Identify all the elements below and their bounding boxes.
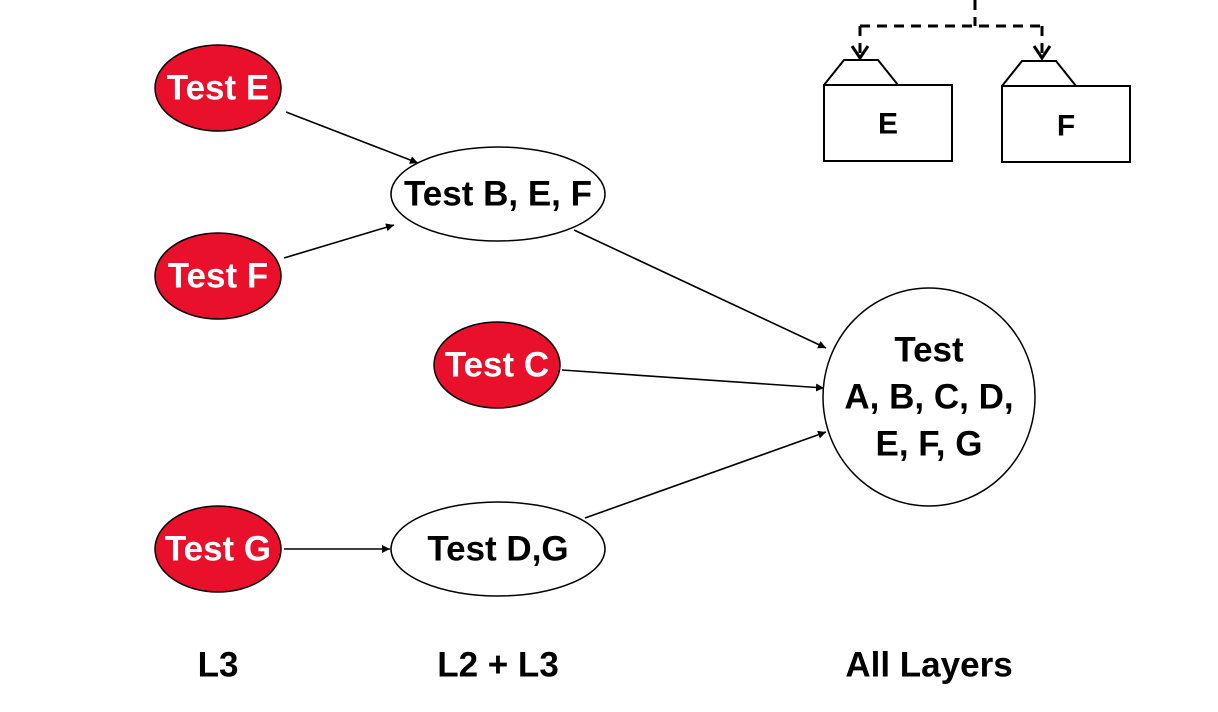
edge-e-to-bef — [285, 111, 419, 164]
layer-label-l3: L3 — [198, 646, 239, 685]
node-test-all-line-2: A, B, C, D, — [844, 378, 1013, 417]
dashed-connector — [858, 0, 1044, 56]
node-test-all-shape — [822, 287, 1036, 507]
layer-label-l2-l3: L2 + L3 — [437, 646, 559, 685]
package-f: F — [1001, 60, 1131, 163]
node-test-dg: Test D,G — [390, 501, 606, 597]
node-test-bef: Test B, E, F — [390, 146, 606, 242]
node-test-all: Test A, B, C, D, E, F, G — [822, 287, 1036, 507]
edge-bef-to-all — [573, 229, 827, 349]
node-test-c: Test C — [433, 321, 561, 409]
node-test-c-shape — [433, 321, 561, 409]
edge-f-to-bef — [283, 223, 395, 259]
package-e-label: E — [878, 108, 898, 141]
node-test-f-shape — [154, 232, 282, 320]
package-e: E — [823, 59, 953, 162]
node-test-c-label: Test C — [445, 346, 549, 385]
connector-arrowhead-f — [1032, 45, 1052, 61]
node-test-e-shape — [154, 44, 282, 132]
package-f-tab — [1001, 60, 1077, 87]
package-f-label: F — [1057, 110, 1075, 143]
package-e-tab — [823, 59, 899, 86]
node-test-g: Test G — [154, 505, 282, 593]
node-test-e-label: Test E — [167, 69, 269, 108]
connector-arrowhead-e — [850, 45, 870, 61]
node-test-g-label: Test G — [165, 530, 271, 569]
node-test-bef-shape — [390, 146, 606, 242]
edges — [283, 111, 827, 553]
package-tree: E F — [823, 0, 1131, 163]
node-test-g-shape — [154, 505, 282, 593]
package-f-body — [1001, 85, 1131, 163]
layer-label-all-layers: All Layers — [845, 646, 1012, 685]
edge-c-to-all — [561, 369, 825, 392]
edge-dg-to-all — [584, 430, 827, 519]
node-test-all-line-1: Test — [894, 331, 964, 370]
node-test-dg-label: Test D,G — [427, 530, 568, 569]
node-test-f-label: Test F — [168, 257, 268, 296]
node-test-e: Test E — [154, 44, 282, 132]
node-test-all-line-3: E, F, G — [876, 425, 983, 464]
node-test-f: Test F — [154, 232, 282, 320]
node-test-bef-label: Test B, E, F — [404, 175, 592, 214]
node-test-dg-shape — [390, 501, 606, 597]
package-e-body — [823, 84, 953, 162]
